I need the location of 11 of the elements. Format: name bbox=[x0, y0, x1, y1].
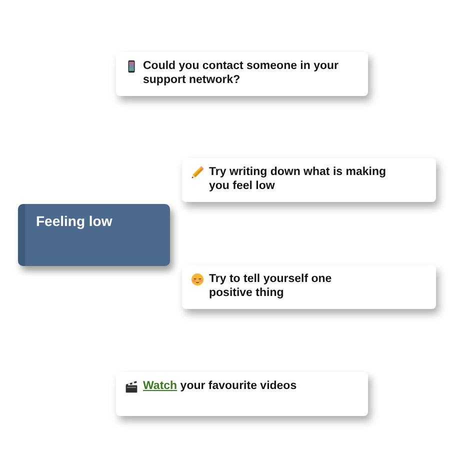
topic-card bbox=[18, 204, 170, 266]
topic-label: Feeling low bbox=[36, 213, 112, 230]
suggestion-card bbox=[182, 265, 436, 309]
suggestion-text: Could you contact someone in your support network? bbox=[143, 60, 339, 86]
suggestion-card bbox=[116, 52, 368, 96]
suggestion-text: Try to tell yourself one positive thing bbox=[209, 273, 332, 299]
suggestion-text: Try writing down what is making you feel low bbox=[209, 166, 386, 192]
suggestion-card bbox=[182, 158, 436, 202]
text-link: Watch bbox=[143, 380, 178, 392]
suggestion-text: your favourite videos bbox=[180, 380, 297, 392]
suggestion-card bbox=[116, 372, 368, 416]
